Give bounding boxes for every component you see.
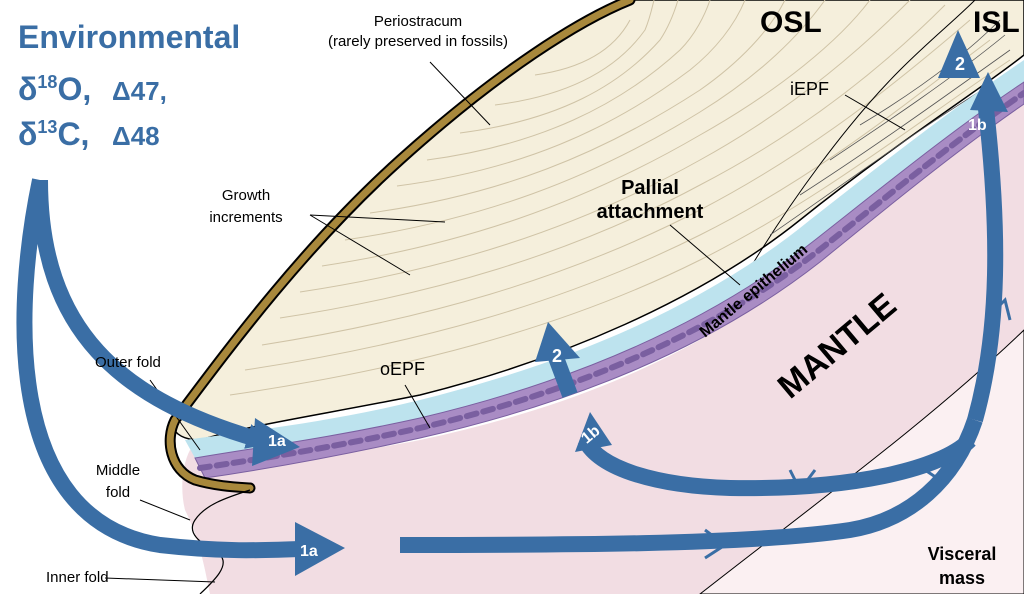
growth-increment-lines [229,0,1011,396]
isl-label: ISL [973,6,1020,39]
arrowhead-1a-lower [295,522,345,576]
pallial-sublabel: attachment [597,201,704,223]
environmental-heading: Environmental [18,19,240,55]
arrowheads [252,30,1008,576]
arrow-2-mid-path [547,352,578,398]
cap48-label: Δ48 [112,121,160,151]
growth-label: Growth [222,187,270,204]
arrow-2-top-label: 2 [955,54,965,74]
arrowhead-1b-left [575,412,612,452]
middle-fold-label: Middle [96,462,140,479]
cap47-label: Δ47, [112,76,167,106]
mantle-epithelium-dashes [197,90,1024,471]
mantle-tissue [182,70,1024,594]
arrow-1a-upper-path [32,179,273,449]
inner-fold-label: Inner fold [46,569,109,586]
arrow-2-mid-label: 2 [552,346,562,366]
arrowhead-2-top [938,30,980,78]
arrow-1b-right-label: 1b [968,117,987,134]
visceral-sublabel: mass [939,568,985,588]
arrowhead-1a-upper [252,418,300,466]
leader-lines [104,61,906,583]
visceral-mass [699,329,1024,594]
middle-fold-sublabel: fold [106,484,130,501]
arrowhead-1b-right [970,72,1008,112]
d13c-label: δ13C, [18,116,89,152]
arrow-1a-lower-label: 1a [300,543,318,560]
arrowhead-2-mid [535,322,580,362]
growth-sublabel: increments [209,209,282,226]
arrow-1a-upper-label: 1a [268,433,286,450]
fold-outline [191,489,251,594]
periostracum-sublabel: (rarely preserved in fossils) [328,33,508,50]
arrow-1b-right-path [967,99,1004,423]
periostracum-inner [166,0,634,492]
osl-isl-boundary [739,0,976,286]
arrow-1a-lower-path [16,178,331,559]
mantle-epithelium-band [194,81,1024,479]
visceral-label: Visceral [928,544,997,564]
oepf-label: oEPF [380,359,425,379]
flux-arrows [16,99,1004,559]
periostracum-label: Periostracum [374,13,462,30]
arrow-1b-left-path [577,434,976,497]
iepf-label: iEPF [790,79,829,99]
d18o-label: δ18O, [18,71,91,107]
pallial-label: Pallial [621,177,679,199]
osl-label: OSL [760,6,822,39]
mid-arrow-chevrons [704,297,1012,560]
outer-fold-label: Outer fold [95,354,161,371]
